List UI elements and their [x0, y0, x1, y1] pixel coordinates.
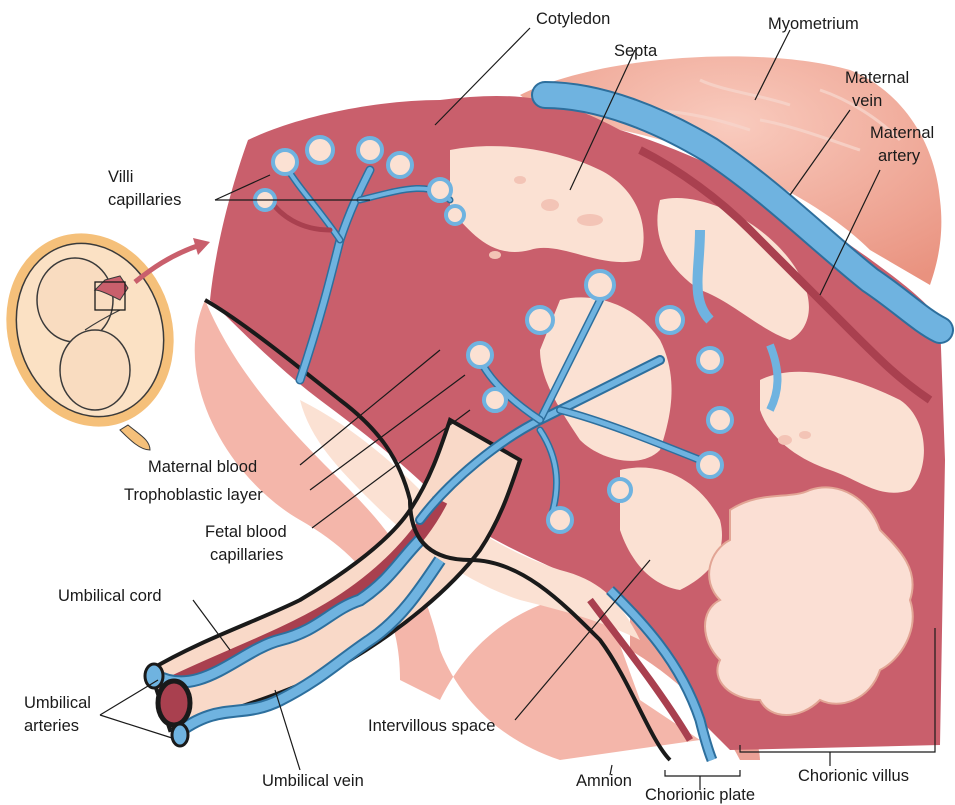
label-fetal-blood-capillaries-line2: capillaries	[210, 546, 283, 564]
label-amnion: Amnion	[576, 772, 632, 790]
label-maternal-vein-line1: Maternal	[845, 69, 909, 87]
label-maternal-blood: Maternal blood	[148, 458, 257, 476]
label-fetal-blood-capillaries-line1: Fetal blood	[205, 523, 287, 541]
label-cotyledon: Cotyledon	[536, 10, 610, 28]
label-umbilical-arteries-line1: Umbilical	[24, 694, 91, 712]
label-maternal-artery-line1: Maternal	[870, 124, 934, 142]
label-maternal-artery-line2: artery	[878, 147, 921, 165]
label-chorionic-villus: Chorionic villus	[798, 767, 909, 785]
label-myometrium: Myometrium	[768, 15, 859, 33]
label-umbilical-cord: Umbilical cord	[58, 587, 162, 605]
label-trophoblastic-layer: Trophoblastic layer	[124, 486, 263, 504]
label-intervillous-space: Intervillous space	[368, 717, 495, 735]
label-umbilical-vein: Umbilical vein	[262, 772, 364, 790]
label-maternal-vein-line2: vein	[852, 92, 882, 110]
label-chorionic-plate: Chorionic plate	[645, 786, 755, 804]
zoom-arrow	[135, 245, 200, 282]
label-villi-capillaries-line1: Villi	[108, 168, 133, 186]
label-septa: Septa	[614, 42, 658, 60]
label-villi-capillaries-line2: capillaries	[108, 191, 181, 209]
label-umbilical-arteries-line2: arteries	[24, 717, 79, 735]
fetus-in-uterus-inset	[0, 211, 198, 450]
